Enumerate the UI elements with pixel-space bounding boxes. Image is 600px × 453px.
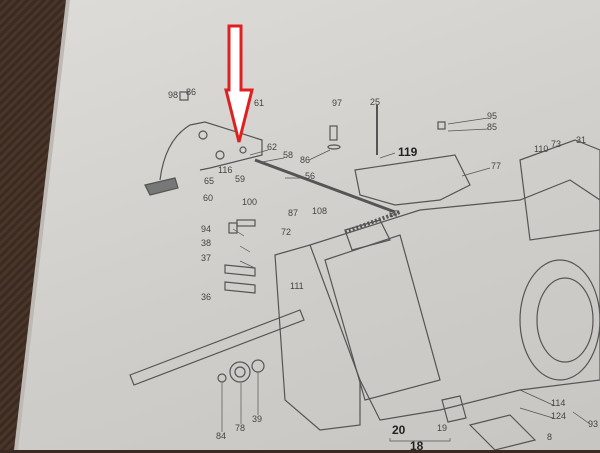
callout-18: 18	[410, 439, 424, 453]
gearbox-housing	[274, 139, 600, 431]
callout-73: 73	[551, 139, 562, 149]
callout-114: 114	[551, 398, 566, 408]
callout-58: 58	[283, 150, 294, 160]
callout-87: 87	[288, 208, 299, 218]
callout-20: 20	[392, 423, 406, 437]
callout-108: 108	[312, 206, 328, 216]
callout-19: 19	[437, 423, 448, 433]
callout-60: 60	[203, 193, 214, 203]
callout-98: 98	[168, 90, 179, 100]
callout-8: 8	[547, 432, 553, 442]
callout-124: 124	[551, 411, 567, 421]
callout-38: 38	[201, 238, 212, 248]
cover-plate	[468, 414, 537, 450]
callout-37: 37	[201, 253, 212, 263]
callout-86: 86	[186, 87, 197, 97]
callout-85: 85	[487, 122, 498, 132]
callout-100: 100	[242, 197, 258, 207]
callout-72: 72	[281, 227, 292, 237]
callout-36: 36	[201, 292, 212, 302]
clutch-pedal	[144, 121, 263, 196]
red-pointer-arrow	[224, 24, 254, 143]
callout-97: 97	[332, 98, 343, 108]
callout-110: 110	[534, 144, 549, 154]
bolts	[179, 91, 446, 294]
bushing	[441, 395, 467, 423]
callout-59: 59	[235, 174, 246, 184]
callout-95: 95	[487, 111, 498, 121]
callout-111: 111	[290, 281, 304, 291]
input-shaft	[129, 309, 305, 386]
callout-119: 119	[398, 145, 418, 159]
callout-78: 78	[235, 423, 246, 433]
callout-39: 39	[252, 414, 263, 424]
callout-31: 31	[576, 135, 587, 145]
callout-57: 57	[389, 209, 400, 219]
callout-116: 116	[218, 165, 233, 175]
callout-65: 65	[204, 176, 215, 186]
top-cover-gasket	[354, 154, 471, 206]
callout-84: 84	[216, 431, 227, 441]
callout-77: 77	[491, 161, 502, 171]
callout-61: 61	[254, 98, 265, 108]
callout-62: 62	[267, 142, 278, 152]
leader-lines	[221, 117, 591, 442]
shift-rod	[254, 158, 396, 214]
callout-56: 56	[305, 171, 316, 181]
callout-94: 94	[201, 224, 212, 234]
callout-25: 25	[370, 97, 381, 107]
callout-86: 86	[300, 155, 311, 165]
callout-93: 93	[588, 419, 599, 429]
